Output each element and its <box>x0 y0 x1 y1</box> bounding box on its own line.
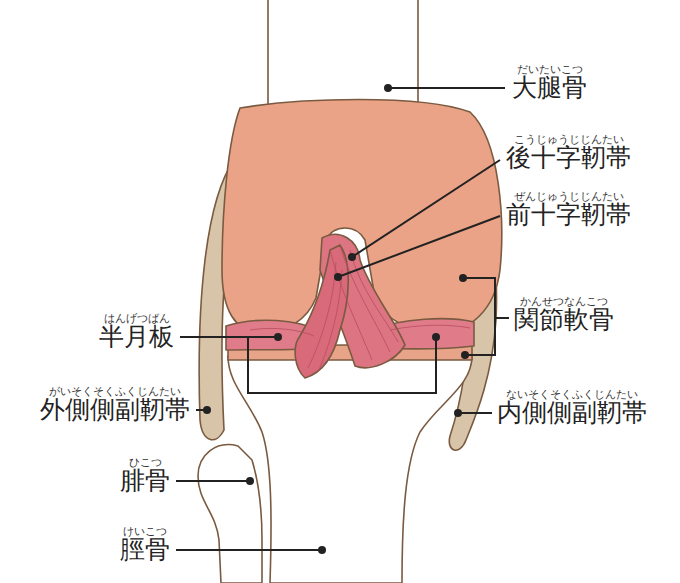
leader-dot <box>203 406 211 414</box>
leader-lines <box>176 88 509 550</box>
leader-line <box>352 160 500 257</box>
leader-line <box>338 216 500 277</box>
fibre-line <box>318 270 342 372</box>
leader-dot <box>459 274 467 282</box>
part-name: 大腿骨 <box>512 74 587 102</box>
part-name: 後十字靭帯 <box>506 144 631 172</box>
bracket-line <box>248 337 436 393</box>
leader-line <box>176 549 322 551</box>
fibre-line <box>250 328 314 336</box>
leader-dot <box>334 273 342 281</box>
leader-dots <box>203 84 469 554</box>
part-name: 内側側副靭帯 <box>497 399 647 427</box>
leader-dot <box>348 253 356 261</box>
leader-dot <box>432 333 440 341</box>
leader-dot <box>318 546 326 554</box>
part-name: 前十字靭帯 <box>506 201 631 229</box>
fibula-bone <box>198 445 262 583</box>
leader-line <box>388 87 505 89</box>
leader-dot <box>461 351 469 359</box>
bracket-line <box>463 278 509 355</box>
fibre-line <box>340 246 390 352</box>
leader-dot <box>274 333 282 341</box>
part-name: 外側側副靭帯 <box>40 396 190 424</box>
leader-line <box>180 336 278 338</box>
leader-dot <box>454 409 462 417</box>
part-name: 腓骨 <box>120 467 170 495</box>
part-name: 脛骨 <box>120 536 170 564</box>
leader-dot <box>384 84 392 92</box>
leader-line <box>458 412 492 414</box>
fibre-line <box>390 325 470 330</box>
fibre-line <box>308 262 336 368</box>
part-name: 関節軟骨 <box>514 306 614 334</box>
part-name: 半月板 <box>99 323 174 351</box>
posterior-cruciate-ligament <box>295 245 348 378</box>
leader-dot <box>246 477 254 485</box>
leader-line <box>176 480 250 482</box>
